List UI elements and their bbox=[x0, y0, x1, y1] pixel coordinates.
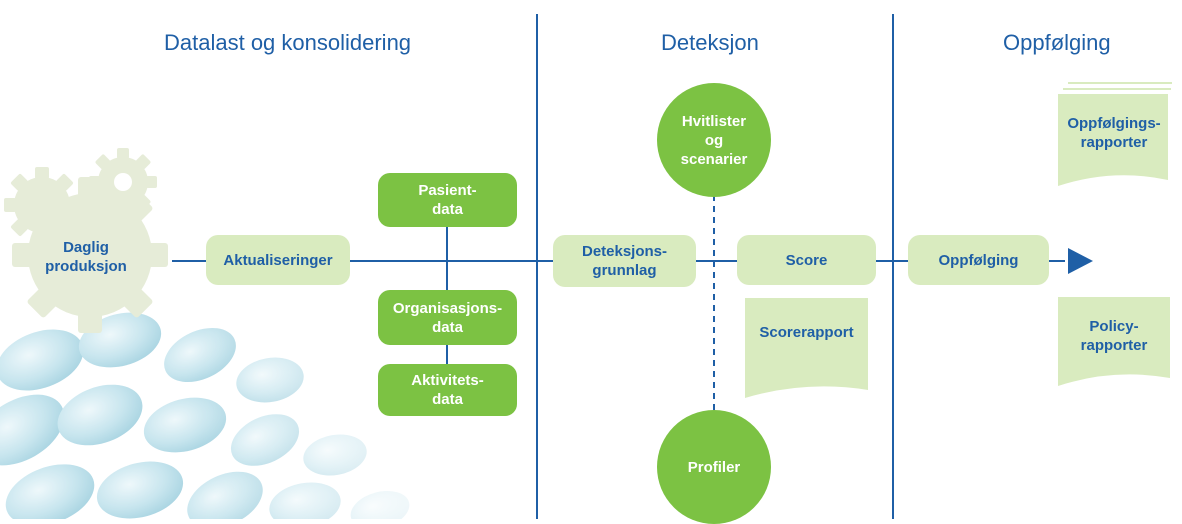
profiler-circle[interactable]: Profiler bbox=[657, 410, 771, 524]
document-stack-icon bbox=[1058, 82, 1172, 186]
daglig-produksjon-label: Daglig produksjon bbox=[45, 239, 127, 275]
scorerapport-document-icon bbox=[745, 298, 868, 398]
arrow-head-icon bbox=[1068, 248, 1093, 274]
score-box[interactable]: Score bbox=[737, 235, 876, 285]
section-title-datalast: Datalast og konsolidering bbox=[164, 30, 412, 55]
section-title-oppfolging: Oppfølging bbox=[1003, 30, 1111, 55]
section-title-deteksjon: Deteksjon bbox=[661, 30, 759, 55]
aktivitetsdata-box[interactable]: Aktivitets- data bbox=[378, 364, 517, 416]
gear-icon bbox=[4, 148, 168, 333]
policyrapporter-document-icon bbox=[1058, 297, 1170, 386]
aktualiseringer-box[interactable]: Aktualiseringer bbox=[206, 235, 350, 285]
scorerapport-label: Scorerapport bbox=[759, 323, 854, 341]
policyrapporter-label: Policy- rapporter bbox=[1080, 318, 1148, 354]
hvitlister-circle[interactable]: Hvitlister og scenarier bbox=[657, 83, 771, 197]
oppfolgingsrapporter-label: Oppfølgings- rapporter bbox=[1067, 115, 1161, 151]
oppfolging-box[interactable]: Oppfølging bbox=[908, 235, 1049, 285]
pasientdata-box[interactable]: Pasient- data bbox=[378, 173, 517, 227]
deteksjonsgrunnlag-box[interactable]: Deteksjons- grunnlag bbox=[553, 235, 696, 287]
organisasjonsdata-box[interactable]: Organisasjons- data bbox=[378, 290, 517, 345]
